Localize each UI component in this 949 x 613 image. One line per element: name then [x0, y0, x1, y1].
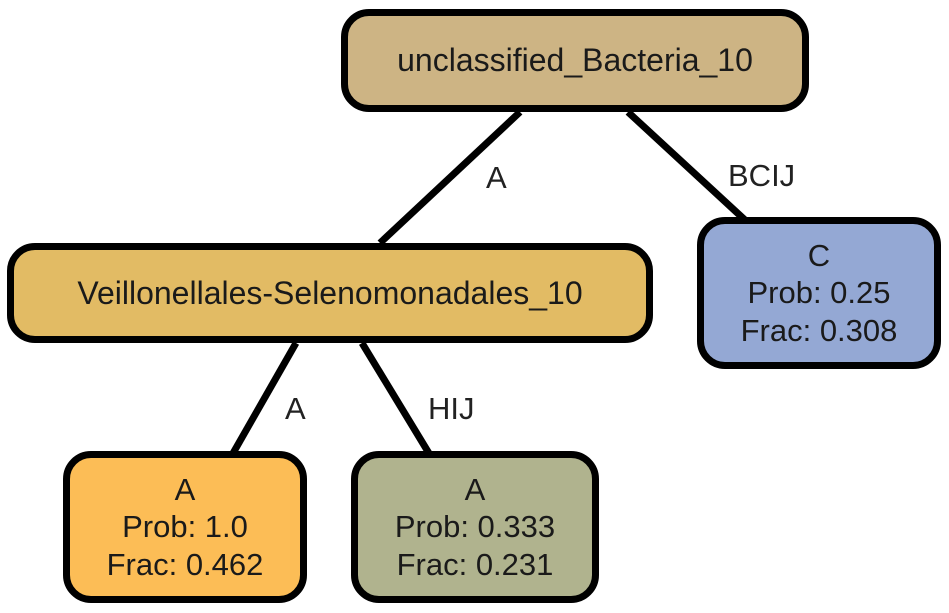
- leaf-a1-frac: Frac: 0.462: [106, 546, 264, 582]
- edge-label-root-c: BCIJ: [728, 158, 796, 193]
- edge-label-inner-a2: HIJ: [428, 391, 475, 426]
- root-node-label: unclassified_Bacteria_10: [397, 42, 753, 79]
- inner-node-label: Veillonellales-Selenomonadales_10: [77, 274, 583, 311]
- inner-node: Veillonellales-Selenomonadales_10: [7, 243, 653, 343]
- leaf-c-prob: Prob: 0.25: [747, 275, 891, 311]
- edge-root-inner: [377, 109, 523, 246]
- edge-root-c: [625, 109, 748, 223]
- leaf-node-c: C Prob: 0.25 Frac: 0.308: [697, 217, 941, 369]
- edge-inner-a2: [359, 341, 433, 457]
- edge-label-root-inner: A: [486, 160, 507, 195]
- edge-label-inner-a1: A: [285, 391, 306, 426]
- leaf-node-a2: A Prob: 0.333 Frac: 0.231: [351, 451, 599, 603]
- leaf-a1-class: A: [174, 472, 196, 508]
- leaf-a2-class: A: [464, 472, 486, 508]
- root-node: unclassified_Bacteria_10: [341, 9, 809, 112]
- leaf-a2-prob: Prob: 0.333: [394, 509, 556, 545]
- leaf-node-a1: A Prob: 1.0 Frac: 0.462: [63, 451, 307, 603]
- leaf-a1-prob: Prob: 1.0: [122, 509, 248, 545]
- leaf-a2-frac: Frac: 0.231: [396, 546, 554, 582]
- edge-inner-a1: [228, 341, 300, 457]
- leaf-c-frac: Frac: 0.308: [740, 312, 898, 348]
- leaf-c-class: C: [807, 238, 831, 274]
